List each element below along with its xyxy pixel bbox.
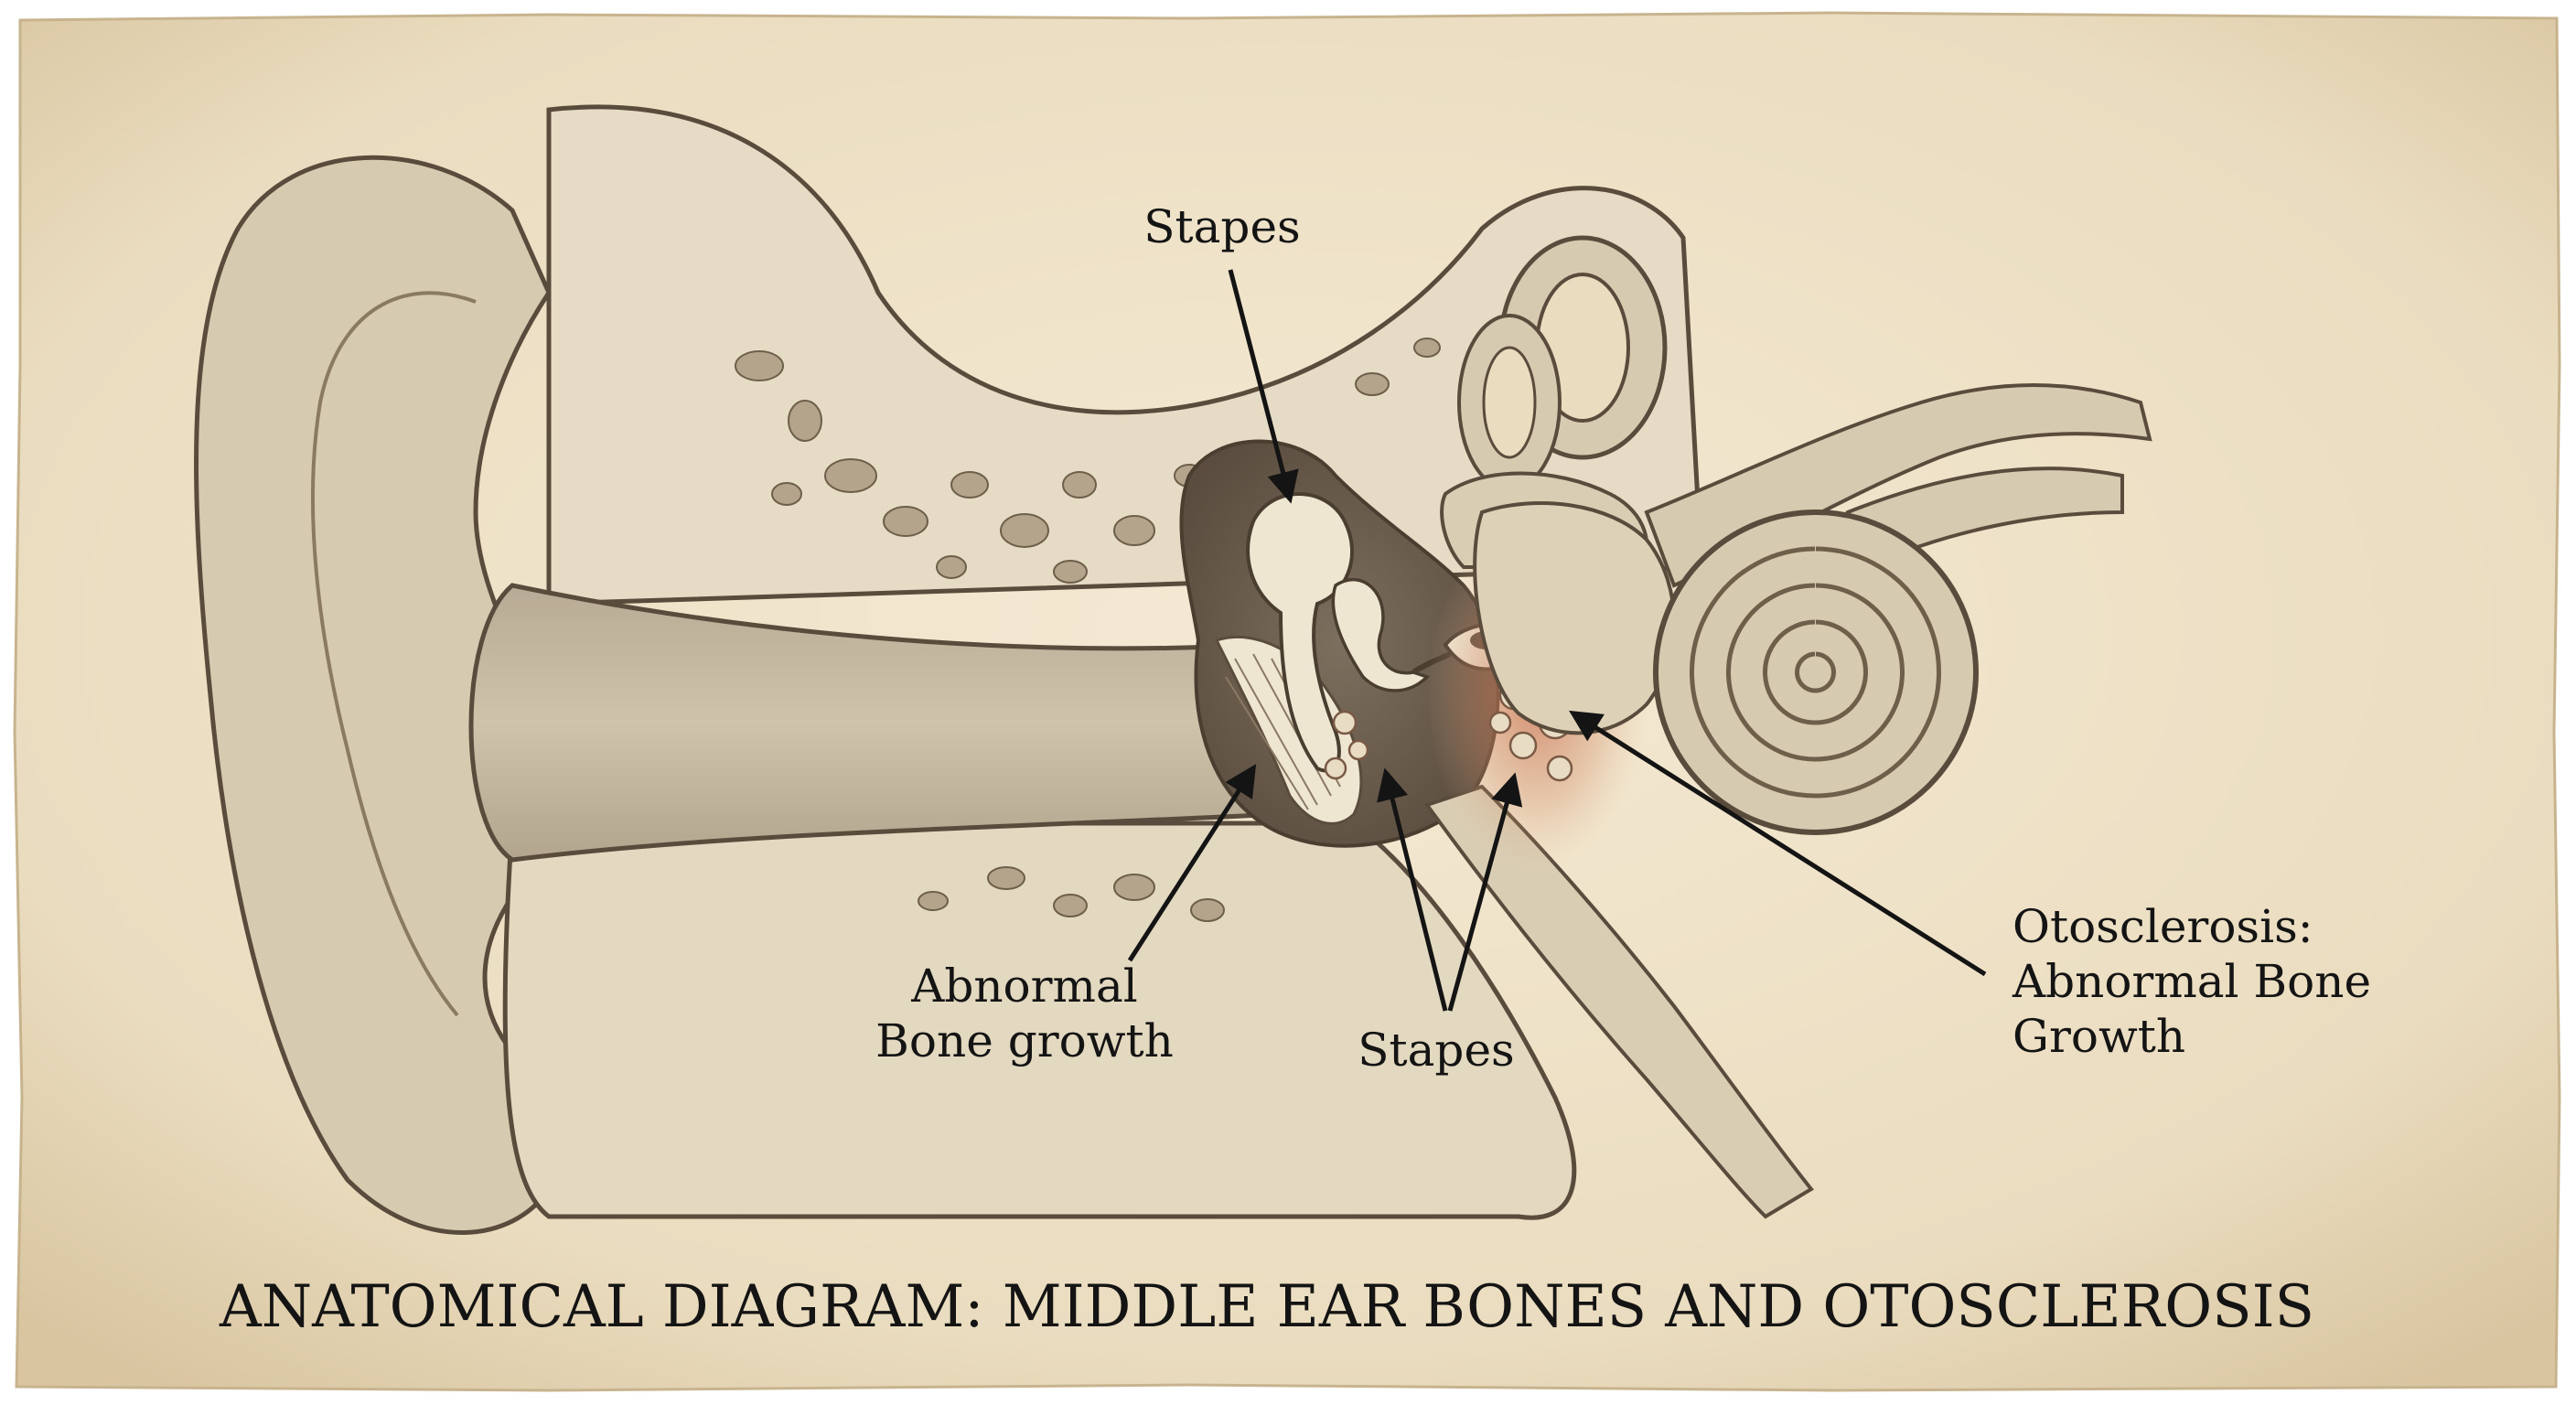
arrow-otosclerosis [1569,710,1987,977]
label-oto-line2: Abnormal Bone [2012,955,2371,1008]
label-stapes-top: Stapes [1143,200,1300,253]
eustachian-tube [1423,784,1814,1219]
ossicle-incus [1331,578,1431,692]
label-oto-line3: Growth [2012,1010,2185,1063]
label-abnormal-line2: Bone growth [875,1014,1174,1067]
vestibule [1473,501,1676,735]
arrow-stapes-bottom-left [1377,767,1448,1012]
arrow-stapes-top [1228,269,1299,504]
temporal-bone-lower [502,820,1577,1220]
ear-concha [310,291,477,1017]
diagram-title: ANATOMICAL DIAGRAM: MIDDLE EAR BONES AND… [219,1273,2314,1341]
label-arrows [1127,269,1987,1012]
arrow-stapes-bottom-right [1447,772,1523,1012]
arrow-abnormal-growth [1127,764,1257,962]
stapes-footplate-growth [1324,710,1369,780]
ear-canal [468,583,1283,863]
label-oto-line1: Otosclerosis: [2012,900,2313,953]
cochlea [1653,509,1979,835]
label-stapes-bottom: Stapes [1358,1024,1514,1077]
label-abnormal-line1: Abnormal [910,960,1138,1013]
